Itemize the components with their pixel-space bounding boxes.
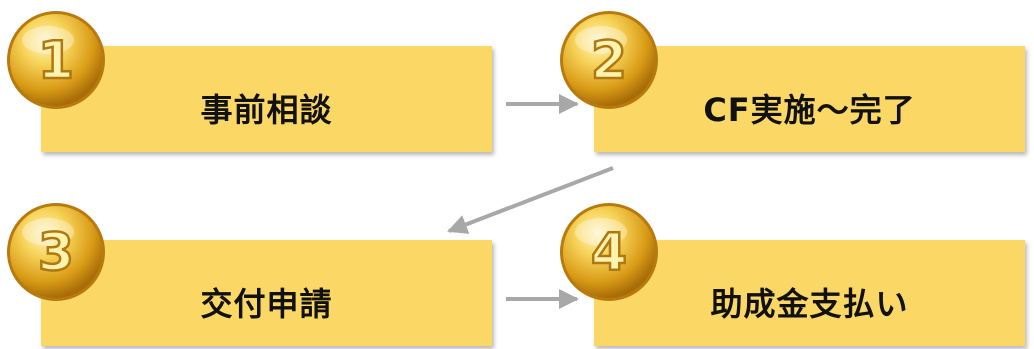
- gold-circle-icon: 4: [560, 203, 658, 301]
- step-2-box: CF実施～完了: [594, 46, 1025, 152]
- step-1-label: 事前相談: [200, 91, 333, 129]
- step-3-box: 交付申請: [41, 240, 492, 346]
- step-1-number-badge: 1: [4, 8, 108, 112]
- gold-circle-icon: 2: [560, 11, 658, 109]
- step-4-label: 助成金支払い: [710, 285, 909, 323]
- gold-circle-icon: 3: [7, 203, 105, 301]
- step-4-box: 助成金支払い: [594, 240, 1025, 346]
- gold-circle-icon: 1: [7, 11, 105, 109]
- step-2-label: CF実施～完了: [703, 91, 916, 129]
- step-3-label: 交付申請: [200, 285, 333, 323]
- step-4-number: 4: [591, 223, 627, 283]
- step-4-number-badge: 4: [557, 200, 661, 304]
- step-1-box: 事前相談: [41, 46, 492, 152]
- step-2-number: 2: [591, 31, 627, 91]
- step-3-number-badge: 3: [4, 200, 108, 304]
- step-2-number-badge: 2: [557, 8, 661, 112]
- step-3-number: 3: [38, 223, 74, 283]
- step-1-number: 1: [38, 31, 74, 91]
